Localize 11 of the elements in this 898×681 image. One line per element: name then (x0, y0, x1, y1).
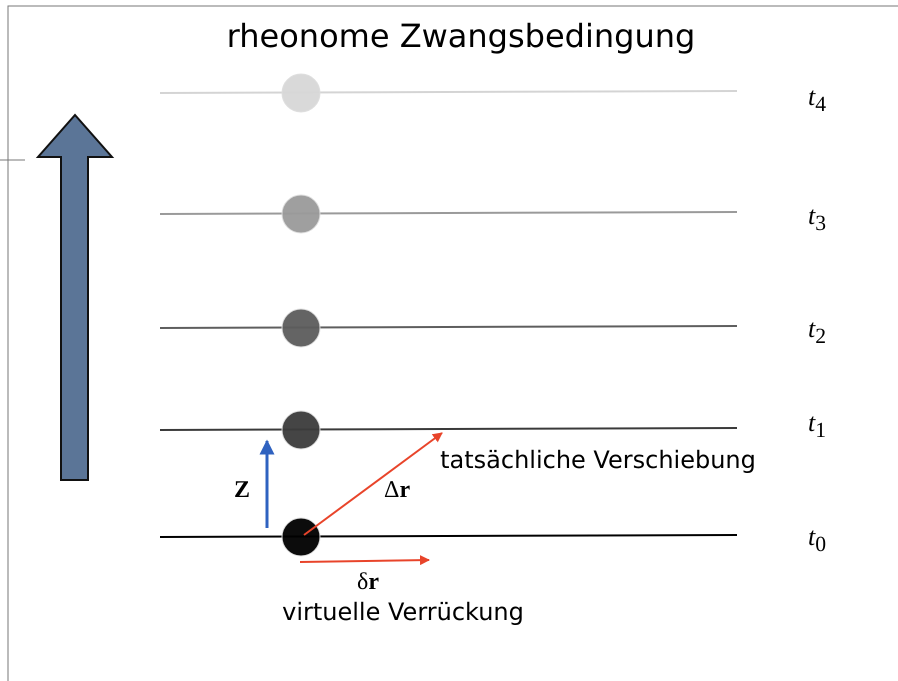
time-label: t$_{0}$ (808, 524, 826, 556)
time-label: t$_{3}$ (808, 203, 826, 235)
vector-symbol: Δr (384, 478, 410, 502)
time-label: t$_{2}$ (808, 316, 826, 348)
time-label: t$_{1}$ (808, 410, 826, 442)
time-label: t$_{4}$ (808, 84, 826, 116)
title: rheonome Zwangsbedingung (226, 20, 696, 52)
vector-label: virtuelle Verrückung (282, 600, 524, 624)
vector-symbol: δr (357, 570, 379, 594)
vector-label: tatsächliche Verschiebung (440, 448, 756, 472)
vector-symbol: Z (234, 478, 250, 502)
